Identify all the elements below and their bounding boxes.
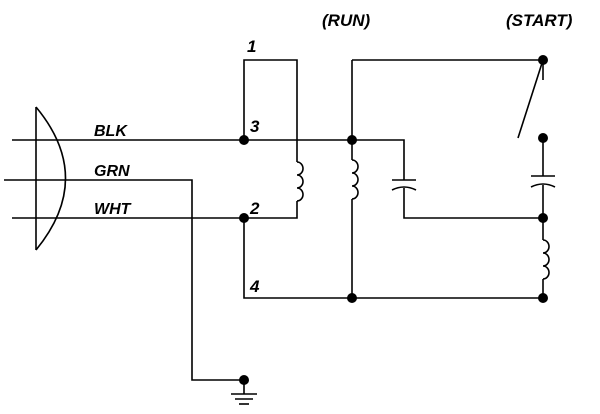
blk-wire-label: BLK (94, 123, 128, 140)
terminal-1-loop (243, 59, 298, 162)
terminal-1-label: 1 (247, 37, 256, 56)
run-cap-plate-bottom (391, 186, 417, 191)
run-capacitor (352, 139, 543, 219)
junction-switch-top (538, 55, 548, 65)
junction-start-cap (538, 213, 548, 223)
start-circuit (517, 59, 556, 298)
green-wire (4, 179, 244, 381)
junction-terminal-3 (239, 135, 249, 145)
terminal-2-label: 2 (249, 199, 260, 218)
terminal-4-label: 4 (249, 277, 260, 296)
run-cap-top-lead (352, 139, 405, 180)
terminal-block (243, 59, 352, 299)
labels: (RUN) (START) BLK GRN WHT 1 3 2 4 (94, 11, 573, 296)
junction-start-bottom (538, 293, 548, 303)
run-label: (RUN) (322, 11, 370, 30)
terminal-3-label: 3 (250, 117, 260, 136)
junction-run-bottom (347, 293, 357, 303)
start-label: (START) (506, 11, 573, 30)
terminal-4-lead (243, 218, 352, 299)
grn-wire-label: GRN (94, 163, 130, 180)
start-winding-coil (542, 239, 550, 280)
junction-dots (239, 55, 548, 385)
run-winding (351, 59, 543, 299)
plug-body-arc (35, 106, 67, 251)
wht-wire-label: WHT (94, 201, 132, 218)
junction-switch-bottom (538, 133, 548, 143)
main-winding-coil (296, 161, 304, 202)
power-plug (35, 106, 67, 251)
main-winding-lead (244, 201, 298, 219)
junction-terminal-2 (239, 213, 249, 223)
run-cap-bottom-lead (403, 188, 543, 219)
cord-wires (4, 139, 244, 381)
run-winding-coil (351, 159, 359, 200)
start-cap-plate-bottom (530, 183, 556, 188)
junction-ground (239, 375, 249, 385)
start-switch-blade (517, 59, 544, 139)
junction-run-top (347, 135, 357, 145)
